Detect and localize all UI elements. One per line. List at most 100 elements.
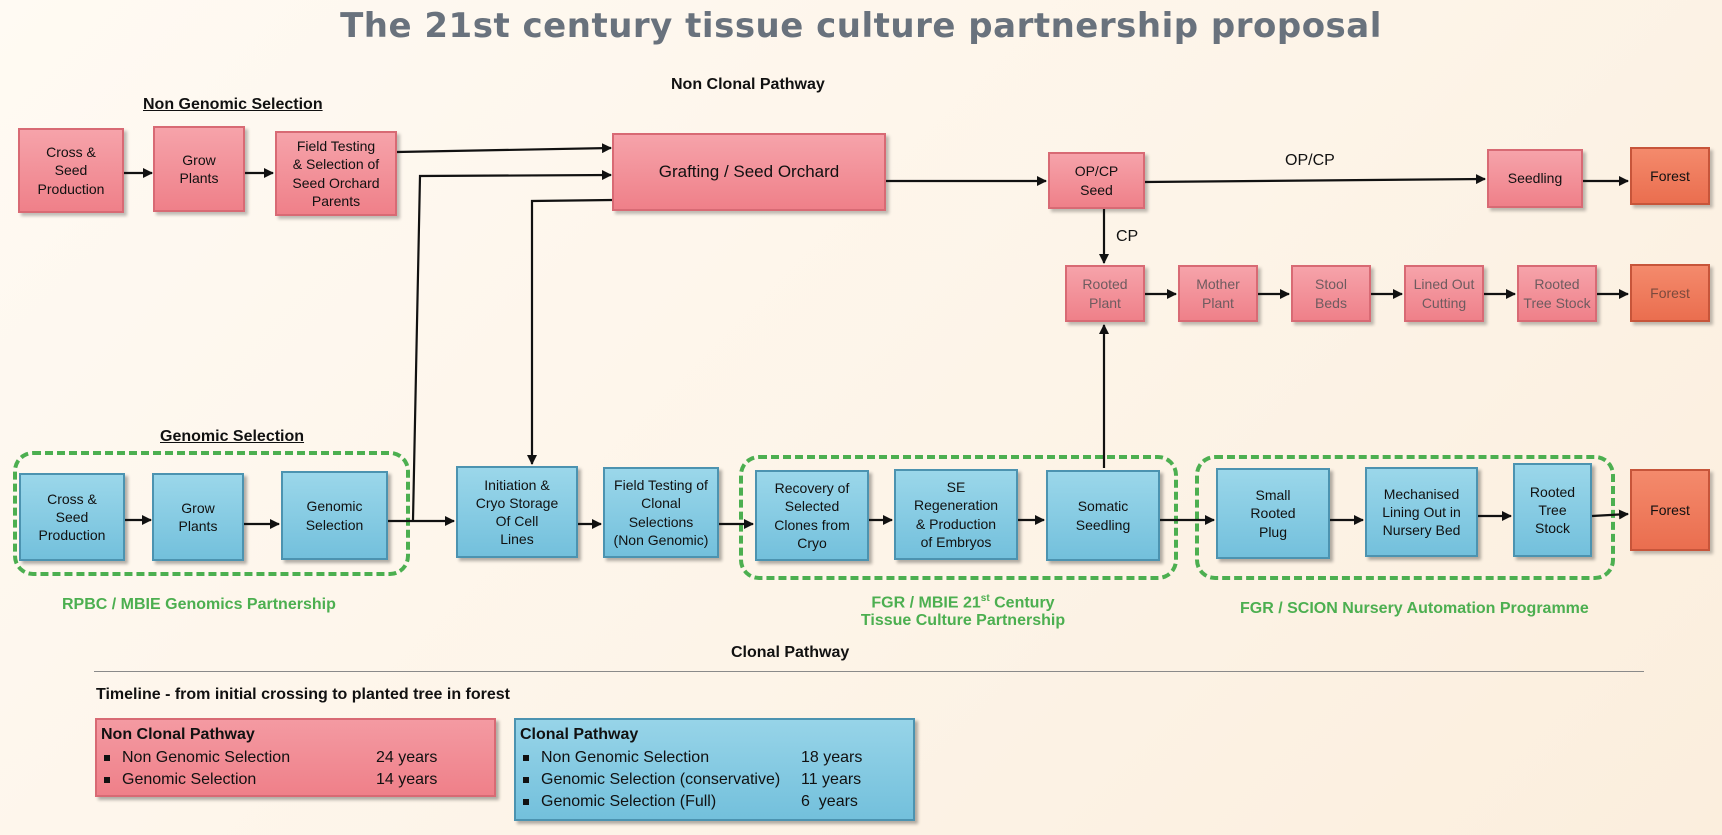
node-stool-beds: Stool Beds bbox=[1291, 265, 1371, 322]
arrow-genomic-to-grafting bbox=[411, 170, 612, 521]
node-recovery-clones-text: Recovery of Selected Clones from Cryo bbox=[774, 480, 850, 551]
legend-row-label: Genomic Selection (conservative) bbox=[541, 771, 781, 788]
node-g-grow-plants-text: Grow Plants bbox=[178, 499, 218, 534]
node-somatic-seedling-text: Somatic Seedling bbox=[1075, 498, 1131, 533]
legend-clonal-row: Non Genomic Selection 18 years bbox=[520, 747, 909, 769]
legend-row-value: 18 years bbox=[801, 749, 863, 766]
legend-non-clonal: Non Clonal Pathway Non Genomic Selection… bbox=[95, 718, 496, 797]
node-ng-field-testing: Field Testing & Selection of Seed Orchar… bbox=[275, 131, 397, 216]
label-op-cp: OP/CP bbox=[1285, 152, 1335, 169]
node-mechanised-lining-out-text: Mechanised Lining Out in Nursery Bed bbox=[1382, 485, 1461, 539]
legend-row-value: 24 years bbox=[376, 749, 438, 766]
node-g-cross-seed-text: Cross & Seed Production bbox=[38, 490, 106, 544]
label-clonal-pathway: Clonal Pathway bbox=[731, 644, 850, 661]
bullet bbox=[523, 799, 529, 805]
bullet bbox=[523, 777, 529, 783]
legend-row-value: 14 years bbox=[376, 771, 438, 788]
node-lined-out-cutting-text: Lined Out Cutting bbox=[1413, 276, 1475, 311]
legend-row-value: 6 years bbox=[801, 793, 858, 810]
node-ng-grow-plants: Grow Plants bbox=[153, 126, 245, 212]
arrow-grafting-to-initiation bbox=[527, 198, 613, 465]
tissue-culture-label-line2: Tissue Culture Partnership bbox=[860, 612, 1066, 630]
node-seedling: Seedling bbox=[1487, 149, 1583, 208]
label-non-clonal-pathway: Non Clonal Pathway bbox=[671, 76, 825, 93]
node-forest-mid-text: Forest bbox=[1650, 284, 1690, 301]
node-somatic-seedling: Somatic Seedling bbox=[1046, 470, 1160, 561]
bullet bbox=[104, 777, 110, 783]
node-se-regeneration: SE Regeneration & Production of Embryos bbox=[894, 469, 1018, 560]
tissue-culture-partnership-group bbox=[739, 455, 1178, 580]
node-grafting-seed-orchard-text: Grafting / Seed Orchard bbox=[658, 161, 840, 181]
nursery-automation-label: FGR / SCION Nursery Automation Programme bbox=[1240, 600, 1589, 617]
node-g-cross-seed: Cross & Seed Production bbox=[19, 473, 125, 561]
node-forest-top-text: Forest bbox=[1650, 167, 1690, 184]
legend-clonal-row: Genomic Selection (conservative) 11 years bbox=[520, 769, 909, 791]
arrow-opcp-seed-to-seedling bbox=[1144, 174, 1486, 185]
bullet bbox=[104, 755, 110, 761]
node-ng-field-testing-text: Field Testing & Selection of Seed Orchar… bbox=[292, 138, 380, 209]
node-seedling-text: Seedling bbox=[1507, 170, 1563, 187]
page-title: The 21st century tissue culture partners… bbox=[340, 6, 1382, 46]
legend-non-clonal-row: Genomic Selection 14 years bbox=[101, 769, 490, 791]
node-rooted-plant: Rooted Plant bbox=[1065, 265, 1145, 322]
label-cp: CP bbox=[1116, 228, 1139, 245]
node-ng-grow-plants-text: Grow Plants bbox=[179, 151, 219, 186]
nursery-automation-group bbox=[1195, 455, 1615, 580]
node-grafting-seed-orchard: Grafting / Seed Orchard bbox=[612, 133, 886, 211]
node-g-grow-plants: Grow Plants bbox=[152, 473, 244, 561]
node-stool-beds-text: Stool Beds bbox=[1315, 276, 1347, 311]
node-rooted-tree-stock-cutting-text: Rooted Tree Stock bbox=[1523, 276, 1591, 311]
node-mother-plant: Mother Plant bbox=[1178, 265, 1258, 322]
node-opcp-seed: OP/CP Seed bbox=[1048, 152, 1145, 209]
node-small-rooted-plug: Small Rooted Plug bbox=[1216, 468, 1330, 559]
label-genomic-selection: Genomic Selection bbox=[160, 428, 305, 445]
arrow-field-to-grafting bbox=[396, 143, 612, 154]
node-forest-bottom: Forest bbox=[1630, 469, 1710, 551]
legend-clonal-heading: Clonal Pathway bbox=[520, 726, 639, 743]
node-rooted-tree-stock-text: Rooted Tree Stock bbox=[1529, 483, 1576, 537]
tissue-culture-partnership-label: FGR / MBIE 21st Century Tissue Culture P… bbox=[838, 593, 1088, 630]
genomics-partnership-group bbox=[13, 451, 410, 576]
node-small-rooted-plug-text: Small Rooted Plug bbox=[1250, 487, 1296, 540]
legend-clonal-row: Genomic Selection (Full) 6 years bbox=[520, 791, 909, 813]
tissue-culture-label-part1: FGR / MBIE 21 bbox=[871, 594, 981, 612]
node-mechanised-lining-out: Mechanised Lining Out in Nursery Bed bbox=[1365, 467, 1478, 557]
node-lined-out-cutting: Lined Out Cutting bbox=[1404, 265, 1484, 322]
genomics-partnership-label: RPBC / MBIE Genomics Partnership bbox=[62, 596, 336, 613]
legend-row-value: 11 years bbox=[801, 771, 862, 788]
arrow-rooted-tree-to-forest bbox=[1591, 509, 1629, 520]
node-field-testing-clonal: Field Testing of Clonal Selections (Non … bbox=[603, 467, 719, 558]
node-forest-mid: Forest bbox=[1630, 264, 1710, 322]
timeline-heading: Timeline - from initial crossing to plan… bbox=[96, 686, 510, 703]
legend-row-label: Non Genomic Selection bbox=[122, 749, 291, 766]
node-ng-cross-seed: Cross & Seed Production bbox=[18, 128, 124, 213]
legend-row-label: Non Genomic Selection bbox=[541, 749, 710, 766]
legend-non-clonal-heading: Non Clonal Pathway bbox=[101, 726, 255, 743]
node-initiation-cryo-text: Initiation & Cryo Storage Of Cell Lines bbox=[475, 476, 559, 548]
timeline-divider bbox=[94, 671, 1644, 672]
node-mother-plant-text: Mother Plant bbox=[1196, 276, 1240, 311]
tissue-culture-label-sup: st bbox=[980, 593, 990, 604]
tissue-culture-label-part2: Century bbox=[989, 594, 1055, 612]
label-non-genomic-selection: Non Genomic Selection bbox=[143, 96, 323, 113]
legend-row-label: Genomic Selection (Full) bbox=[541, 793, 717, 810]
node-g-genomic-selection-text: Genomic Selection bbox=[305, 498, 364, 533]
node-rooted-tree-stock-cutting: Rooted Tree Stock bbox=[1517, 265, 1597, 322]
node-forest-bottom-text: Forest bbox=[1650, 501, 1690, 518]
node-g-genomic-selection: Genomic Selection bbox=[281, 471, 388, 560]
node-field-testing-clonal-text: Field Testing of Clonal Selections (Non … bbox=[613, 477, 709, 548]
node-ng-cross-seed-text: Cross & Seed Production bbox=[37, 144, 105, 197]
node-se-regeneration-text: SE Regeneration & Production of Embryos bbox=[913, 479, 999, 550]
legend-clonal: Clonal Pathway Non Genomic Selection 18 y… bbox=[514, 718, 915, 821]
legend-row-label: Genomic Selection bbox=[122, 771, 257, 788]
node-recovery-clones: Recovery of Selected Clones from Cryo bbox=[755, 470, 869, 561]
bullet bbox=[523, 755, 529, 761]
legend-non-clonal-row: Non Genomic Selection 24 years bbox=[101, 747, 490, 769]
node-opcp-seed-text: OP/CP Seed bbox=[1074, 163, 1119, 198]
node-initiation-cryo: Initiation & Cryo Storage Of Cell Lines bbox=[456, 466, 578, 558]
node-rooted-plant-text: Rooted Plant bbox=[1082, 276, 1128, 311]
node-rooted-tree-stock: Rooted Tree Stock bbox=[1513, 463, 1592, 557]
node-forest-top: Forest bbox=[1630, 147, 1710, 205]
